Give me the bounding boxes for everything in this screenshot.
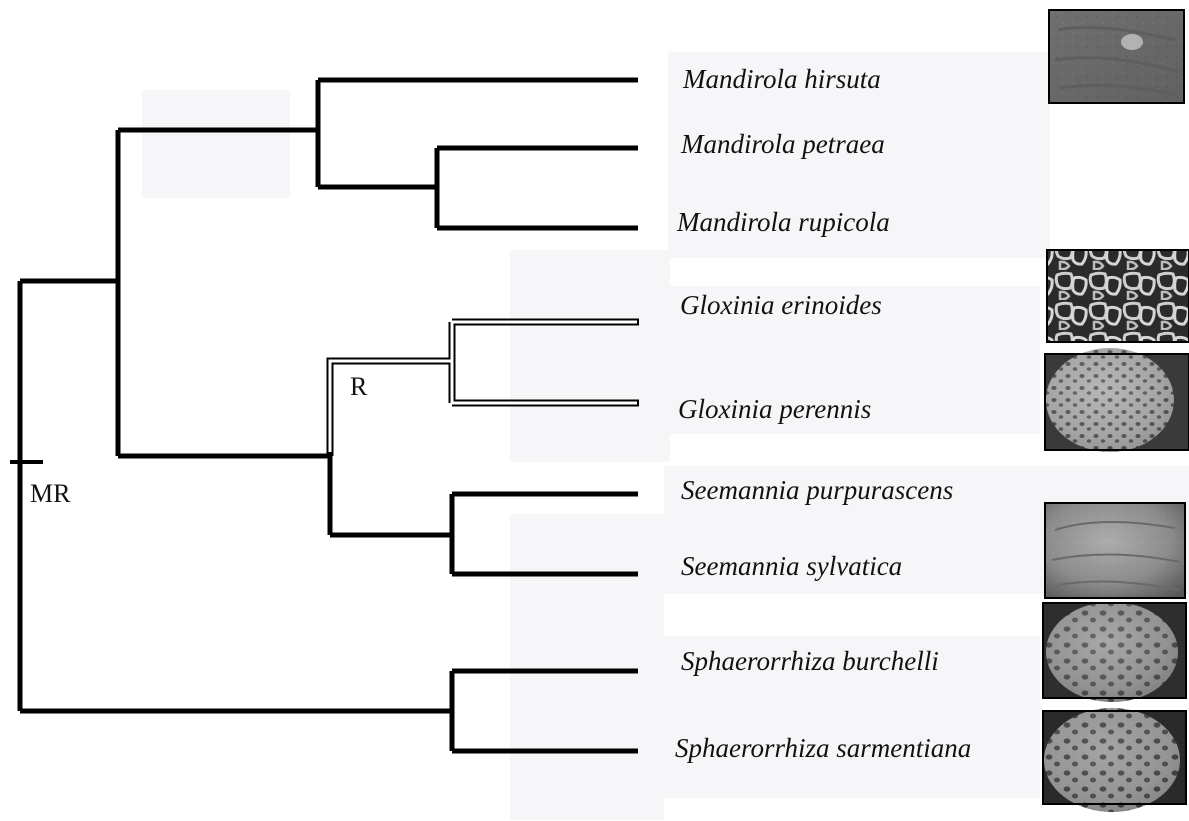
micrograph-sphaerorrhiza-burchelli — [1043, 602, 1186, 702]
taxon-label: Mandirola petraea — [680, 129, 885, 159]
node-label-gloxinia: R — [350, 372, 368, 401]
taxon-label: Gloxinia erinoides — [680, 290, 882, 320]
taxon-label: Seemannia sylvatica — [681, 551, 902, 581]
taxon-label: Sphaerorrhiza burchelli — [681, 646, 939, 676]
taxon-label: Mandirola hirsuta — [682, 64, 881, 94]
taxon-label: Mandirola rupicola — [676, 207, 890, 237]
taxon-label: Seemannia purpurascens — [681, 475, 953, 505]
micrograph-seemannia-sylvatica — [1045, 503, 1185, 598]
taxon-label: Sphaerorrhiza sarmentiana — [675, 733, 971, 763]
background-shading — [142, 52, 1189, 820]
taxon-label: Gloxinia perennis — [678, 394, 871, 424]
micrograph-gloxinia-perennis — [1045, 348, 1189, 452]
micrograph-mandirola-hirsuta — [1049, 10, 1184, 103]
micrograph-images — [1043, 10, 1189, 812]
node-label-root: MR — [30, 479, 71, 508]
micrograph-sphaerorrhiza-sarmentiana — [1043, 708, 1186, 812]
micrograph-gloxinia-erinoides — [1047, 250, 1189, 342]
